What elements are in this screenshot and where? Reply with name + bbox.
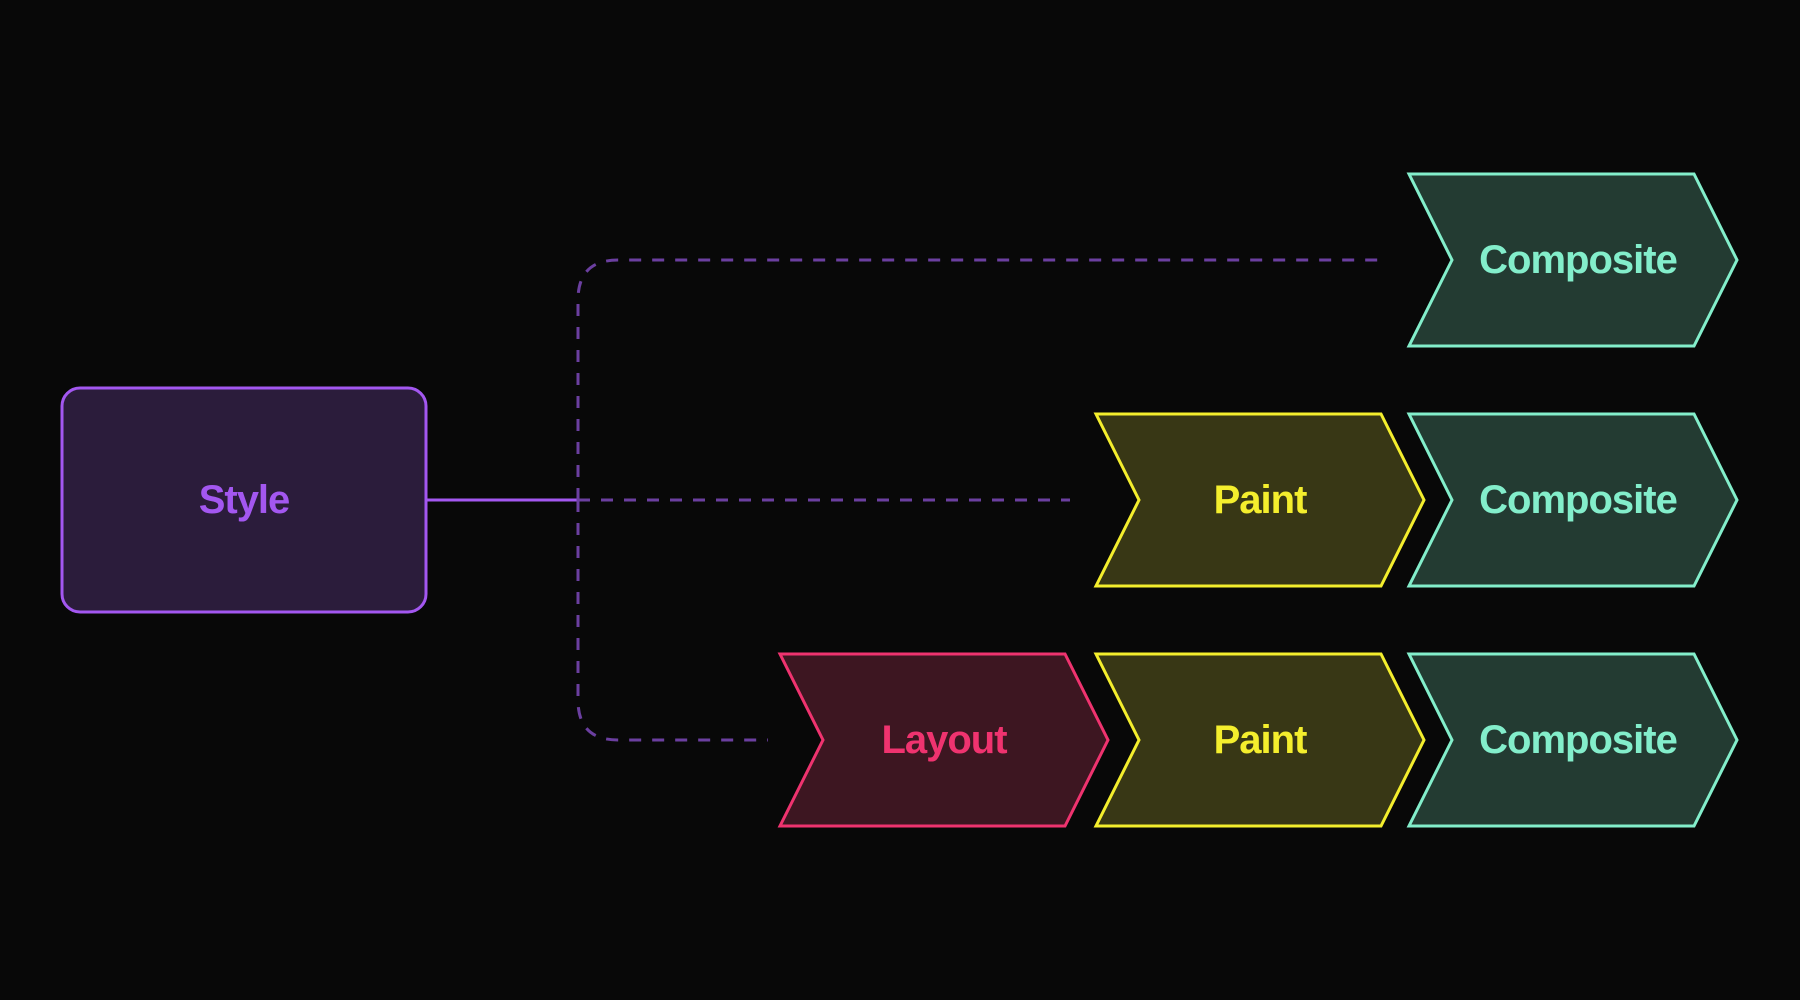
paint-label: Paint xyxy=(1214,718,1307,762)
paint-chevron xyxy=(1093,652,1426,828)
row-layout-paint-composite: Layout Paint Composite xyxy=(777,652,1739,828)
style-label: Style xyxy=(199,478,290,522)
paint-chevron xyxy=(1093,412,1426,588)
paint-label: Paint xyxy=(1214,478,1307,522)
dashed-path-to-composite-row xyxy=(576,258,1384,500)
layout-stage: Layout xyxy=(777,652,1110,828)
composite-label: Composite xyxy=(1479,478,1677,522)
composite-stage: Composite xyxy=(1406,652,1739,828)
layout-chevron xyxy=(777,652,1110,828)
row-composite-only: Composite xyxy=(1406,172,1739,348)
composite-chevron xyxy=(1406,172,1739,348)
composite-label: Composite xyxy=(1479,718,1677,762)
style-node: Style xyxy=(60,386,428,614)
composite-stage: Composite xyxy=(1406,172,1739,348)
composite-chevron xyxy=(1406,412,1739,588)
composite-label: Composite xyxy=(1479,238,1677,282)
composite-stage: Composite xyxy=(1406,412,1739,588)
paint-stage: Paint xyxy=(1093,412,1426,588)
paint-stage: Paint xyxy=(1093,652,1426,828)
dashed-path-to-layout-row xyxy=(576,500,768,742)
layout-label: Layout xyxy=(881,718,1007,762)
row-paint-composite: Paint Composite xyxy=(1093,412,1739,588)
style-box xyxy=(60,386,428,614)
composite-chevron xyxy=(1406,652,1739,828)
connectors xyxy=(426,258,1384,742)
